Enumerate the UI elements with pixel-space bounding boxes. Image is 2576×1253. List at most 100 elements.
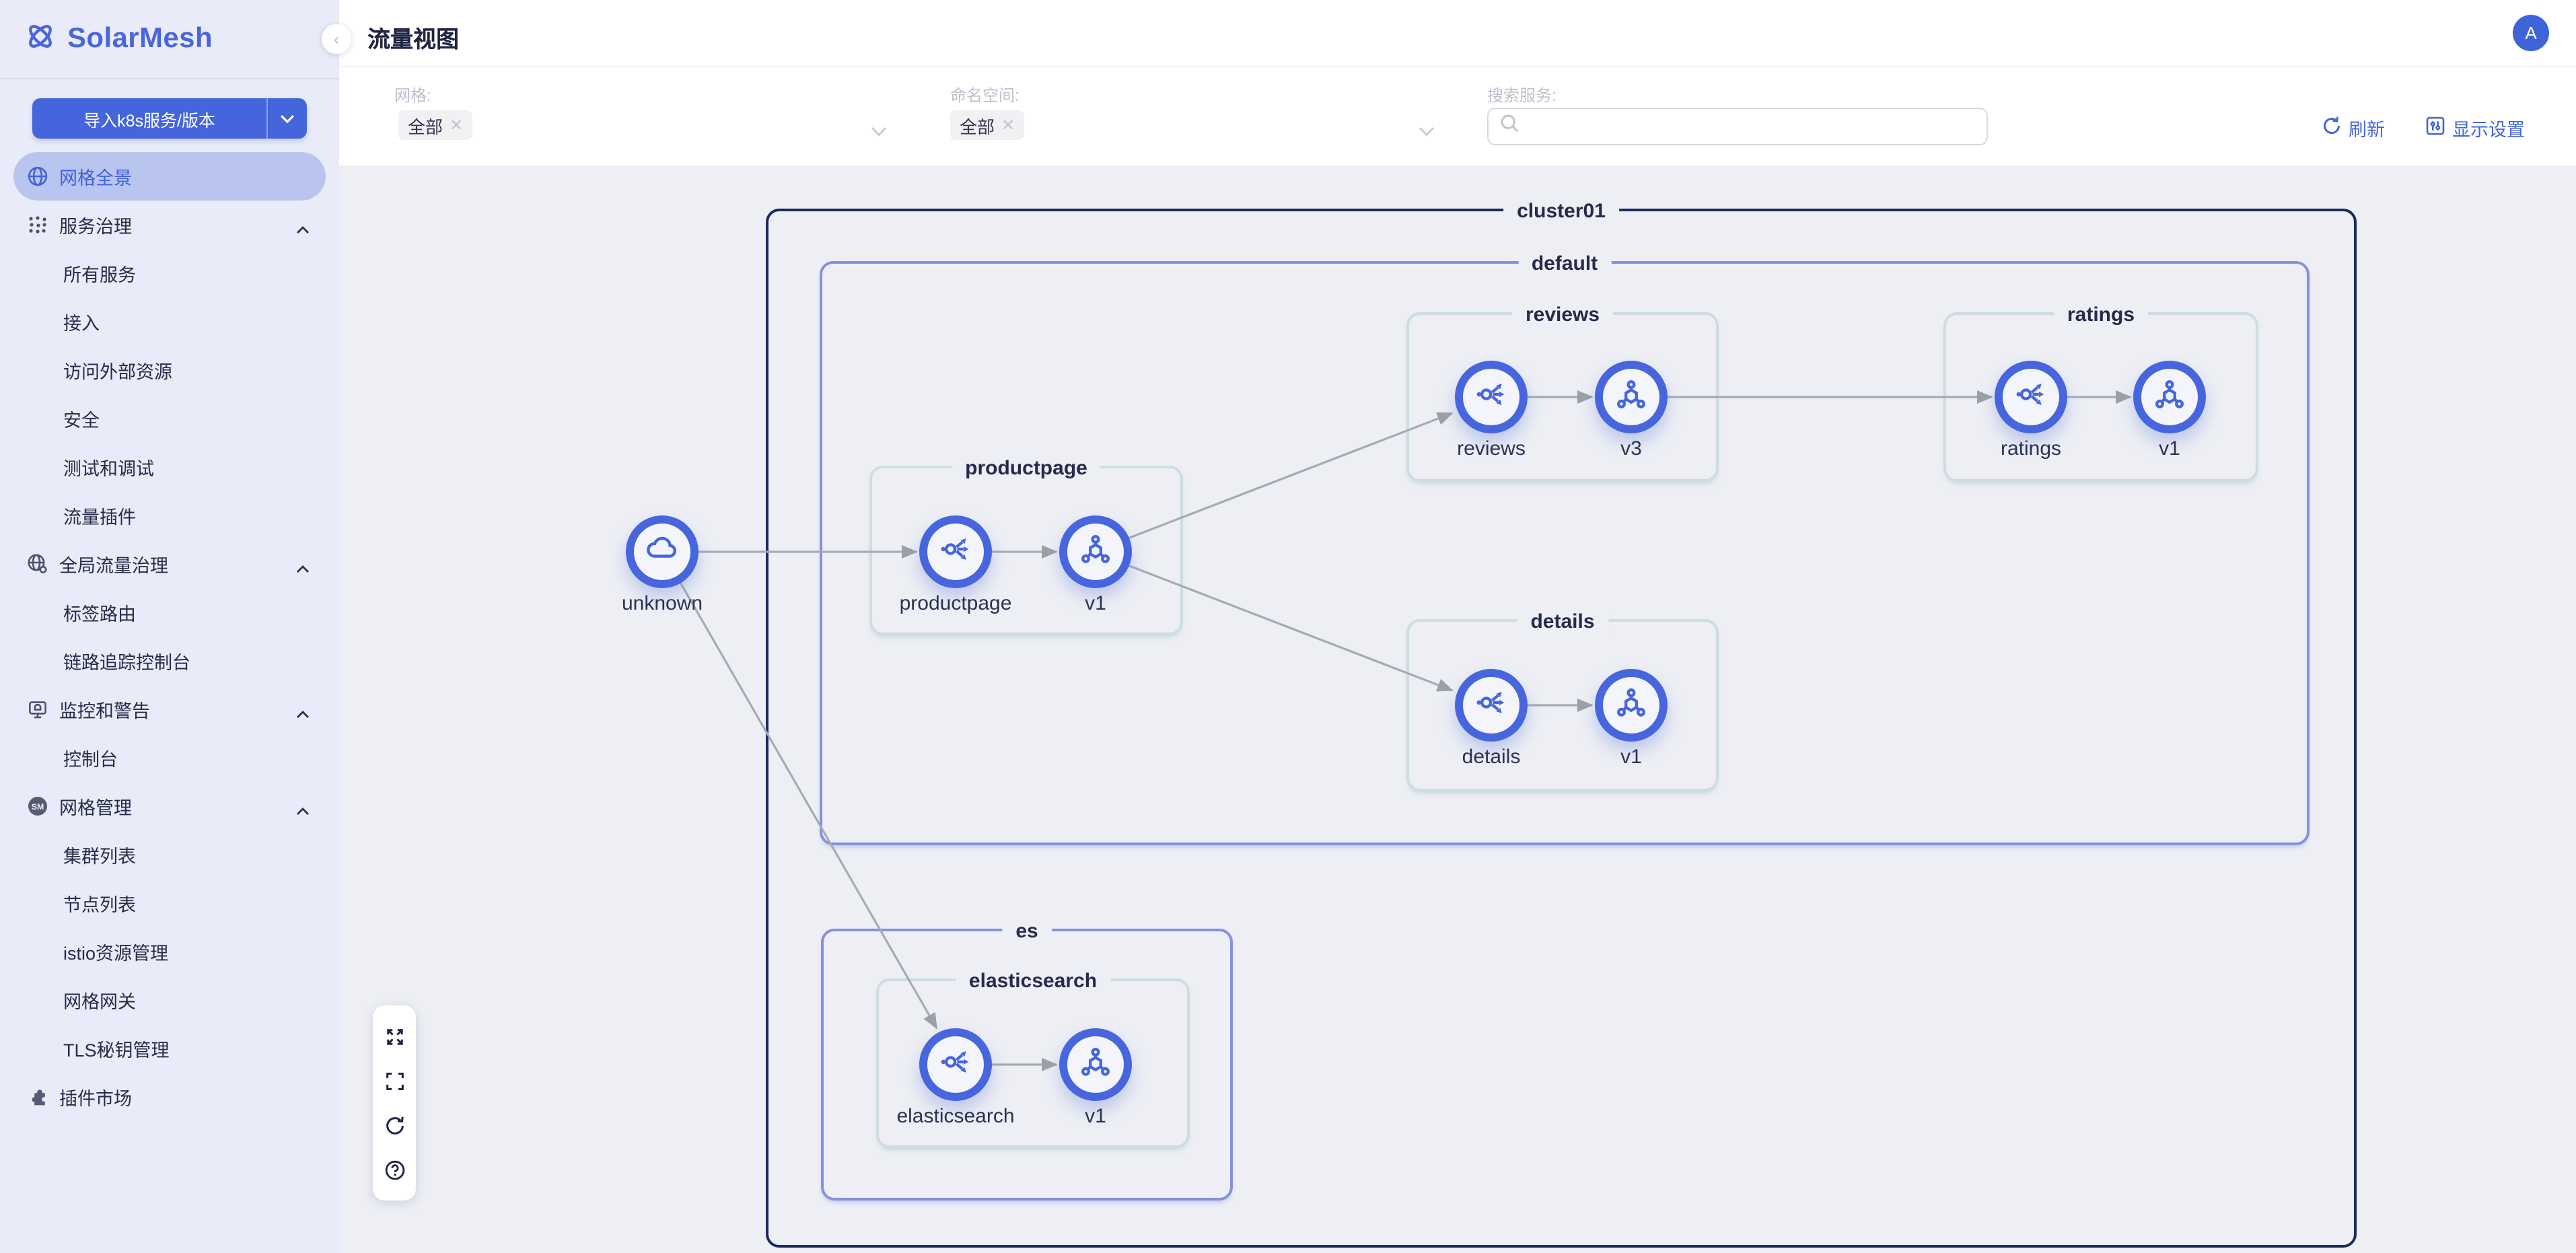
import-k8s-button[interactable]: 导入k8s服务/版本: [32, 98, 307, 139]
app-name: SolarMesh: [67, 23, 213, 54]
search-input[interactable]: [1528, 116, 1987, 137]
node-reviews-service[interactable]: reviews: [1455, 361, 1528, 460]
service-icon: [2013, 376, 2048, 418]
search-service-label: 搜索服务:: [1487, 86, 1557, 105]
service-icon: [938, 531, 973, 573]
sidebar-item-console[interactable]: 控制台: [63, 750, 118, 770]
fit-view-icon[interactable]: [381, 1067, 408, 1094]
service-group-ratings: ratings: [1943, 303, 2258, 482]
version-icon: [1614, 376, 1649, 418]
node-productpage-v1[interactable]: v1: [1059, 515, 1132, 615]
sidebar-menu: 网格全景 服务治理 所有服务 接入 访问外部资源 安全 测试和调试 流量插件: [0, 152, 339, 1121]
edge-productpagev1-reviews: [1127, 412, 1454, 540]
sidebar-collapse-button[interactable]: ‹: [322, 24, 351, 54]
cluster-label: cluster01: [1503, 200, 1619, 223]
service-icon: [1474, 376, 1509, 418]
help-icon[interactable]: [381, 1156, 408, 1183]
cloud-icon: [643, 530, 681, 574]
service-icon: [938, 1044, 973, 1085]
node-productpage-service[interactable]: productpage: [900, 515, 1011, 615]
monitor-bell-icon: [27, 699, 48, 720]
sidebar-item-tls-secrets[interactable]: TLS秘钥管理: [63, 1040, 170, 1061]
reset-icon[interactable]: [381, 1112, 408, 1139]
namespace-box-es: es: [821, 920, 1233, 1201]
sidebar-item-all-services[interactable]: 所有服务: [63, 265, 136, 285]
main-area: 流量视图 A 网格: 全部✕ 命名空间: 全部✕ 搜索服务:: [339, 0, 2576, 1253]
sidebar-item-mesh-management[interactable]: SM 网格管理: [13, 782, 326, 830]
sidebar-item-access[interactable]: 接入: [63, 314, 100, 334]
node-elasticsearch-service[interactable]: elasticsearch: [896, 1028, 1015, 1128]
close-icon[interactable]: ✕: [450, 116, 464, 135]
edge-unknown-elasticsearch: [678, 581, 938, 1030]
service-group-reviews: reviews: [1406, 303, 1719, 482]
sidebar-item-global-traffic[interactable]: 全局流量治理: [13, 540, 326, 588]
mesh-select-chevron-down-icon[interactable]: [871, 120, 887, 144]
sidebar: SolarMesh 导入k8s服务/版本 网格全景: [0, 0, 339, 1253]
sidebar-item-monitoring-alerts[interactable]: 监控和警告: [13, 685, 326, 733]
sidebar-divider: [0, 78, 339, 79]
chevron-up-icon: [296, 218, 310, 238]
sidebar-item-tracing-console[interactable]: 链路追踪控制台: [63, 653, 190, 673]
sidebar-item-mesh-overview[interactable]: 网格全景: [13, 152, 326, 201]
namespace-box-default: default: [820, 252, 2310, 845]
edge-productpagev1-details: [1127, 564, 1454, 692]
node-elasticsearch-v1[interactable]: v1: [1059, 1028, 1132, 1128]
version-icon: [1078, 531, 1113, 573]
display-settings-icon: [2425, 116, 2445, 140]
page-title: 流量视图: [367, 27, 459, 52]
sidebar-item-test-and-debug[interactable]: 测试和调试: [63, 459, 154, 479]
expand-icon[interactable]: [381, 1023, 408, 1050]
avatar[interactable]: A: [2513, 15, 2549, 51]
refresh-button[interactable]: 刷新: [2322, 114, 2385, 141]
puzzle-icon: [27, 1086, 48, 1108]
namespace-filter-tag[interactable]: 全部✕: [950, 110, 1025, 140]
refresh-icon: [2322, 116, 2342, 140]
dots-icon: [27, 214, 48, 236]
cluster-box-cluster01: cluster01: [766, 200, 2357, 1248]
sidebar-item-mesh-gateway[interactable]: 网格网关: [63, 992, 136, 1012]
close-icon[interactable]: ✕: [1001, 116, 1015, 135]
mesh-filter-tag[interactable]: 全部✕: [398, 110, 473, 140]
namespace-filter-label: 命名空间:: [950, 86, 1019, 105]
service-group-productpage: productpage: [869, 457, 1183, 635]
chevron-up-icon: [296, 557, 310, 577]
mesh-filter-label: 网格:: [394, 86, 431, 105]
node-ratings-v1[interactable]: v1: [2133, 361, 2206, 460]
sidebar-item-plugin-market[interactable]: 插件市场: [13, 1073, 326, 1121]
version-icon: [1614, 684, 1649, 726]
filter-bar: 网格: 全部✕ 命名空间: 全部✕ 搜索服务:: [339, 67, 2576, 167]
display-settings-button[interactable]: 显示设置: [2425, 114, 2525, 141]
sidebar-item-istio-resources[interactable]: istio资源管理: [63, 943, 169, 964]
version-icon: [2152, 376, 2187, 418]
graph-toolbar: [373, 1005, 416, 1201]
sidebar-item-label-routing[interactable]: 标签路由: [63, 604, 136, 624]
svg-text:SM: SM: [32, 802, 44, 812]
namespace-label: es: [1002, 920, 1052, 943]
chevron-up-icon: [296, 703, 310, 723]
service-icon: [1474, 684, 1509, 726]
search-icon: [1499, 113, 1519, 140]
node-details-v1[interactable]: v1: [1595, 669, 1668, 768]
service-group-details: details: [1406, 610, 1719, 791]
sidebar-item-traffic-plugins[interactable]: 流量插件: [63, 507, 136, 528]
namespace-select-chevron-down-icon[interactable]: [1419, 120, 1435, 144]
sidebar-item-security[interactable]: 安全: [63, 410, 100, 431]
solarmesh-logo-icon: [24, 20, 57, 59]
sidebar-item-service-governance[interactable]: 服务治理: [13, 201, 326, 249]
version-icon: [1078, 1044, 1113, 1085]
node-reviews-v3[interactable]: v3: [1595, 361, 1668, 460]
node-unknown[interactable]: unknown: [622, 515, 703, 615]
node-details-service[interactable]: details: [1455, 669, 1528, 768]
node-ratings-service[interactable]: ratings: [1995, 361, 2067, 460]
chevron-down-icon[interactable]: [266, 98, 307, 139]
sidebar-item-cluster-list[interactable]: 集群列表: [63, 847, 136, 867]
traffic-graph-canvas[interactable]: cluster01 default reviews ratings produc…: [339, 167, 2576, 1253]
sidebar-item-external-resources[interactable]: 访问外部资源: [63, 362, 172, 382]
title-bar: 流量视图 A: [339, 0, 2576, 67]
globe-gear-icon: [27, 553, 48, 575]
service-group-elasticsearch: elasticsearch: [876, 970, 1190, 1148]
sidebar-item-node-list[interactable]: 节点列表: [63, 895, 136, 915]
search-field[interactable]: [1487, 108, 1988, 145]
chevron-up-icon: [296, 799, 310, 820]
globe-icon: [27, 166, 48, 187]
